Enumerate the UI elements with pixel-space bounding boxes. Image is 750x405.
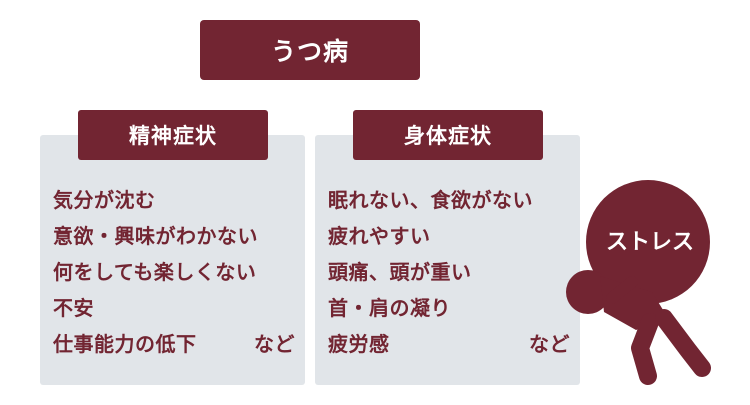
mental-symptoms-header: 精神症状 bbox=[78, 110, 268, 160]
mental-symptoms-panel bbox=[40, 135, 305, 385]
physical-symptoms-panel bbox=[315, 135, 580, 385]
physical-etc-label: など bbox=[529, 332, 570, 356]
stress-label: ストレス bbox=[605, 230, 694, 255]
physical-symptoms-list: 眠れない、食欲がない 疲れやすい 頭痛、頭が重い 首・肩の凝り 疲労感など bbox=[328, 182, 570, 362]
mental-symptom-item: 不安 bbox=[53, 296, 94, 320]
person-carrying-stress-icon bbox=[566, 180, 711, 385]
mental-etc-label: など bbox=[254, 332, 295, 356]
diagram-title: うつ病 bbox=[200, 20, 420, 80]
physical-symptom-item: 頭痛、頭が重い bbox=[328, 260, 472, 284]
physical-symptom-item: 眠れない、食欲がない bbox=[328, 188, 533, 212]
physical-symptoms-header: 身体症状 bbox=[353, 110, 543, 160]
physical-symptom-item: 疲労感など bbox=[328, 326, 570, 362]
physical-symptom-item: 疲れやすい bbox=[328, 224, 431, 248]
physical-symptom-item: 首・肩の凝り bbox=[328, 296, 451, 320]
mental-symptom-item: 気分が沈む bbox=[53, 188, 156, 212]
mental-symptom-item: 意欲・興味がわかない bbox=[53, 224, 258, 248]
mental-symptom-item: 何をしても楽しくない bbox=[53, 260, 257, 284]
mental-symptoms-list: 気分が沈む 意欲・興味がわかない 何をしても楽しくない 不安 仕事能力の低下など bbox=[53, 182, 295, 362]
mental-symptom-item: 仕事能力の低下など bbox=[53, 326, 295, 362]
